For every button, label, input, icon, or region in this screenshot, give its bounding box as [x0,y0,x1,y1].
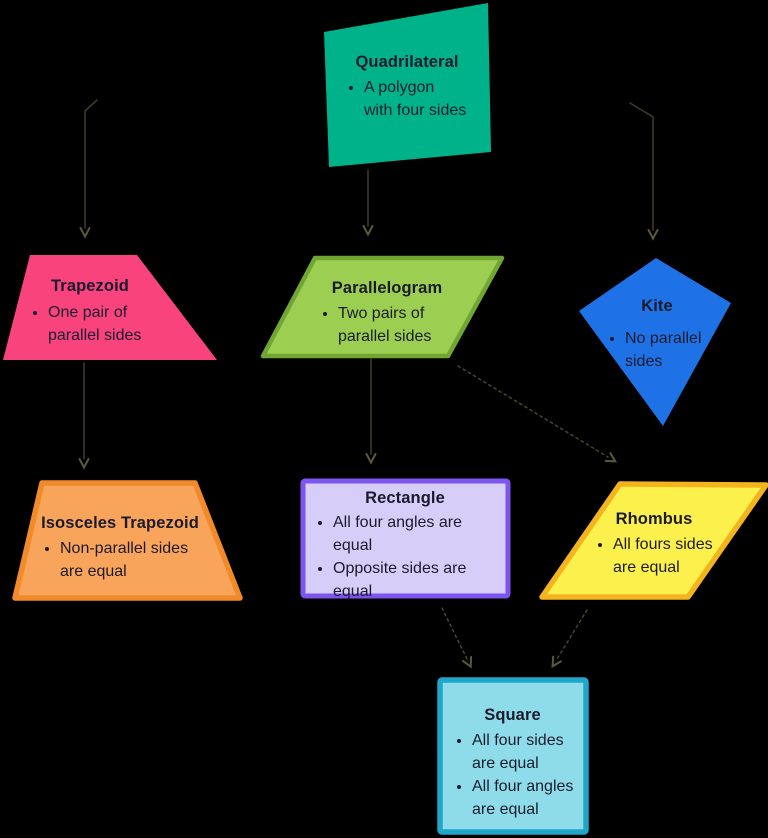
square-title: Square [484,706,541,724]
parallelogram-shape [263,258,502,356]
parallelogram-border [260,255,505,359]
bullet-item: Opposite sides are equal [333,557,523,603]
bullet-item: All four sides are equal [472,729,612,775]
bullet-item: All four angles are equal [333,511,523,557]
isosceles-trapezoid-border [12,480,243,601]
kite-bullets: No parallel sides [605,327,750,373]
square-shape [440,680,586,832]
trapezoid-bullets: One pair of parallel sides [28,301,188,347]
kite-title: Kite [641,297,673,315]
rectangle-title: Rectangle [365,489,445,507]
square-border [437,677,589,835]
parallelogram-title: Parallelogram [331,279,443,297]
rhombus-title: Rhombus [615,510,693,528]
edge-rhombus-square [551,609,588,669]
quadrilateral-title: Quadrilateral [355,53,459,71]
trapezoid-title: Trapezoid [51,277,129,295]
bullet-item: Non-parallel sides are equal [60,537,250,583]
bullet-item: One pair of parallel sides [48,301,188,347]
edge-rectangle-square [441,607,473,669]
rectangle-bullets: All four angles are equal Opposite sides… [313,511,523,603]
bullet-item: Two pairs of parallel sides [338,302,488,348]
isosceles-trapezoid-bullets: Non-parallel sides are equal [40,537,250,583]
quadrilateral-shape [324,3,491,167]
square-bullets: All four sides are equal All four angles… [452,729,612,821]
rhombus-shape [542,484,766,597]
quadrilateral-bullets: A polygon with four sides [344,76,514,122]
edge-quadrilateral-kite [629,102,659,241]
rhombus-border [539,481,768,600]
bullet-item: A polygon with four sides [364,76,514,122]
bullet-item: No parallel sides [625,327,750,373]
trapezoid-shape [3,255,217,360]
rectangle-shape [303,481,508,596]
isosceles-trapezoid-shape [15,483,240,598]
isosceles-trapezoid-title: Isosceles Trapezoid [41,514,199,532]
rectangle-border [300,478,511,599]
parallelogram-bullets: Two pairs of parallel sides [318,302,488,348]
bullet-item: All fours sides are equal [613,533,763,579]
kite-shape [579,258,731,426]
bullet-item: All four angles are equal [472,775,612,821]
edge-parallelogram-rhombus [457,365,618,463]
rhombus-bullets: All fours sides are equal [593,533,763,579]
edge-quadrilateral-trapezoid [79,99,98,239]
